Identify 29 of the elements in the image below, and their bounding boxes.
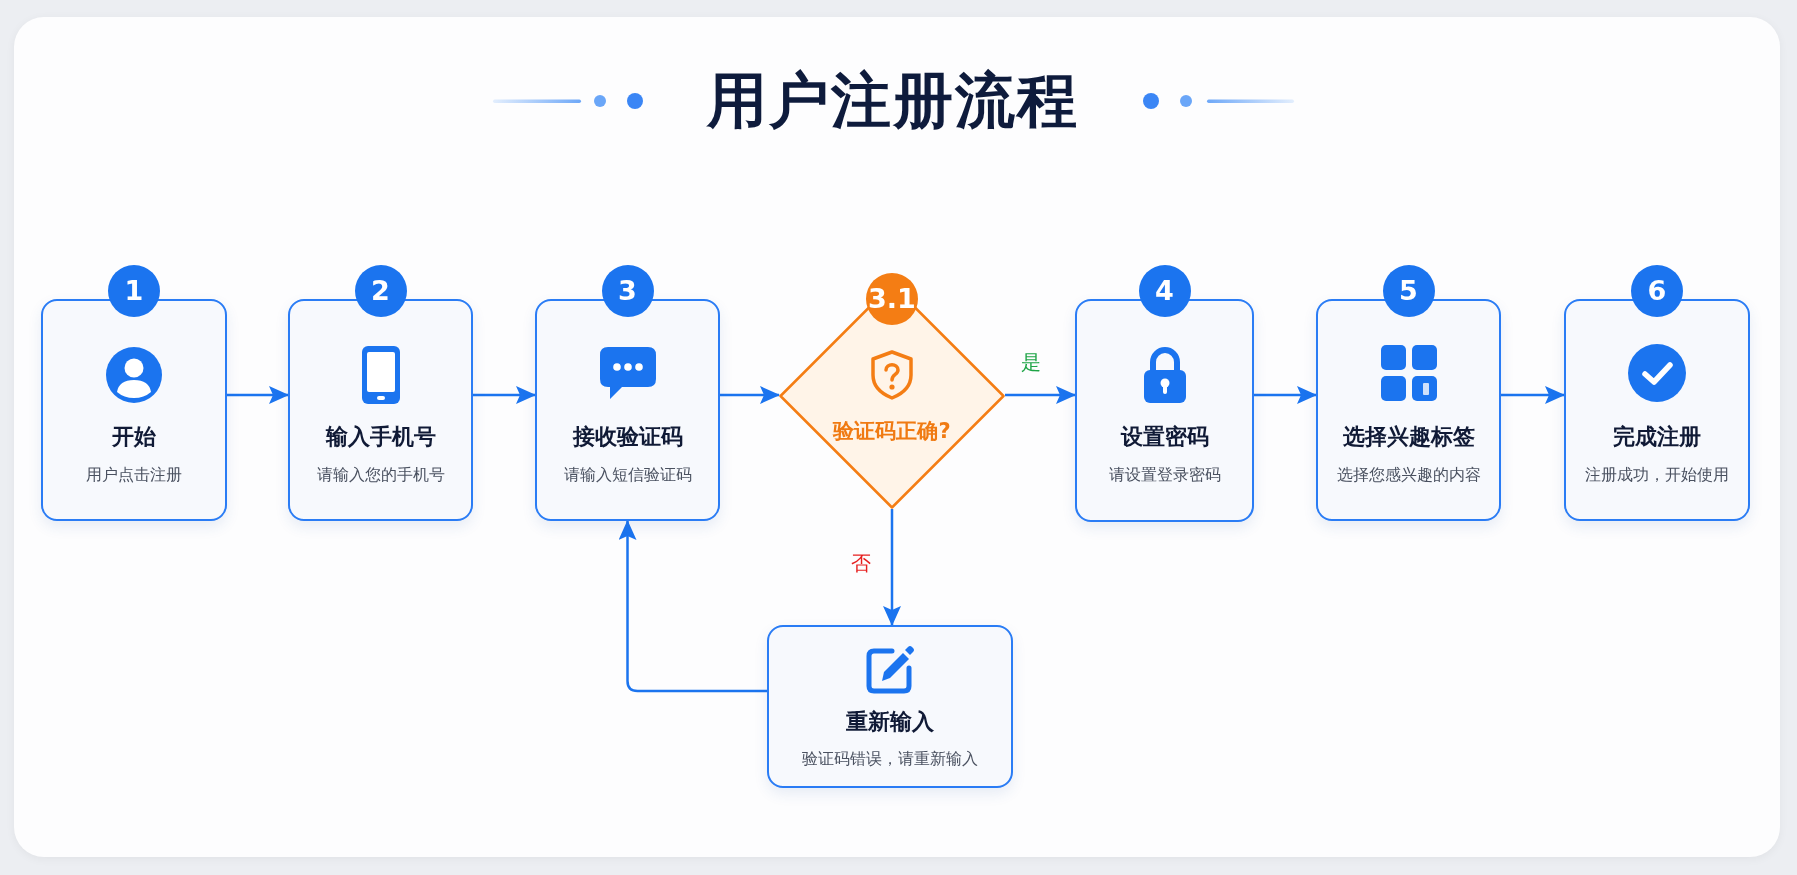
step-description: 请设置登录密码 — [1108, 464, 1221, 486]
arrow — [1501, 386, 1565, 404]
step-title: 输入手机号 — [325, 423, 436, 451]
step-description: 注册成功，开始使用 — [1585, 464, 1729, 486]
arrow — [473, 386, 536, 404]
arrow — [883, 509, 901, 626]
step-title: 选择兴趣标签 — [1342, 423, 1475, 451]
arrow — [720, 386, 780, 404]
step-title: 开始 — [112, 423, 156, 451]
step-title: 完成注册 — [1613, 423, 1701, 451]
step-description: 用户点击注册 — [86, 464, 182, 486]
arrow — [618, 520, 767, 693]
arrow — [1254, 386, 1317, 404]
decision-label: 验证码正确? — [833, 418, 951, 445]
edge-label: 是 — [1019, 350, 1043, 374]
step-title: 重新输入 — [846, 708, 934, 736]
step-description: 请输入短信验证码 — [563, 464, 692, 486]
step-description: 验证码错误，请重新输入 — [802, 748, 978, 770]
step-description: 选择您感兴趣的内容 — [1336, 464, 1481, 486]
step-title: 接收验证码 — [572, 423, 683, 451]
title: 用户注册流程 — [707, 64, 1079, 137]
step-title: 设置密码 — [1120, 423, 1209, 451]
step-number-badge: 1 — [108, 265, 160, 317]
step-description: 请输入您的手机号 — [316, 464, 445, 486]
arrow — [227, 386, 289, 404]
step-number-badge: 6 — [1631, 265, 1683, 317]
step-card — [767, 625, 1013, 788]
arrow — [1005, 386, 1076, 404]
edge-label: 否 — [849, 551, 873, 575]
